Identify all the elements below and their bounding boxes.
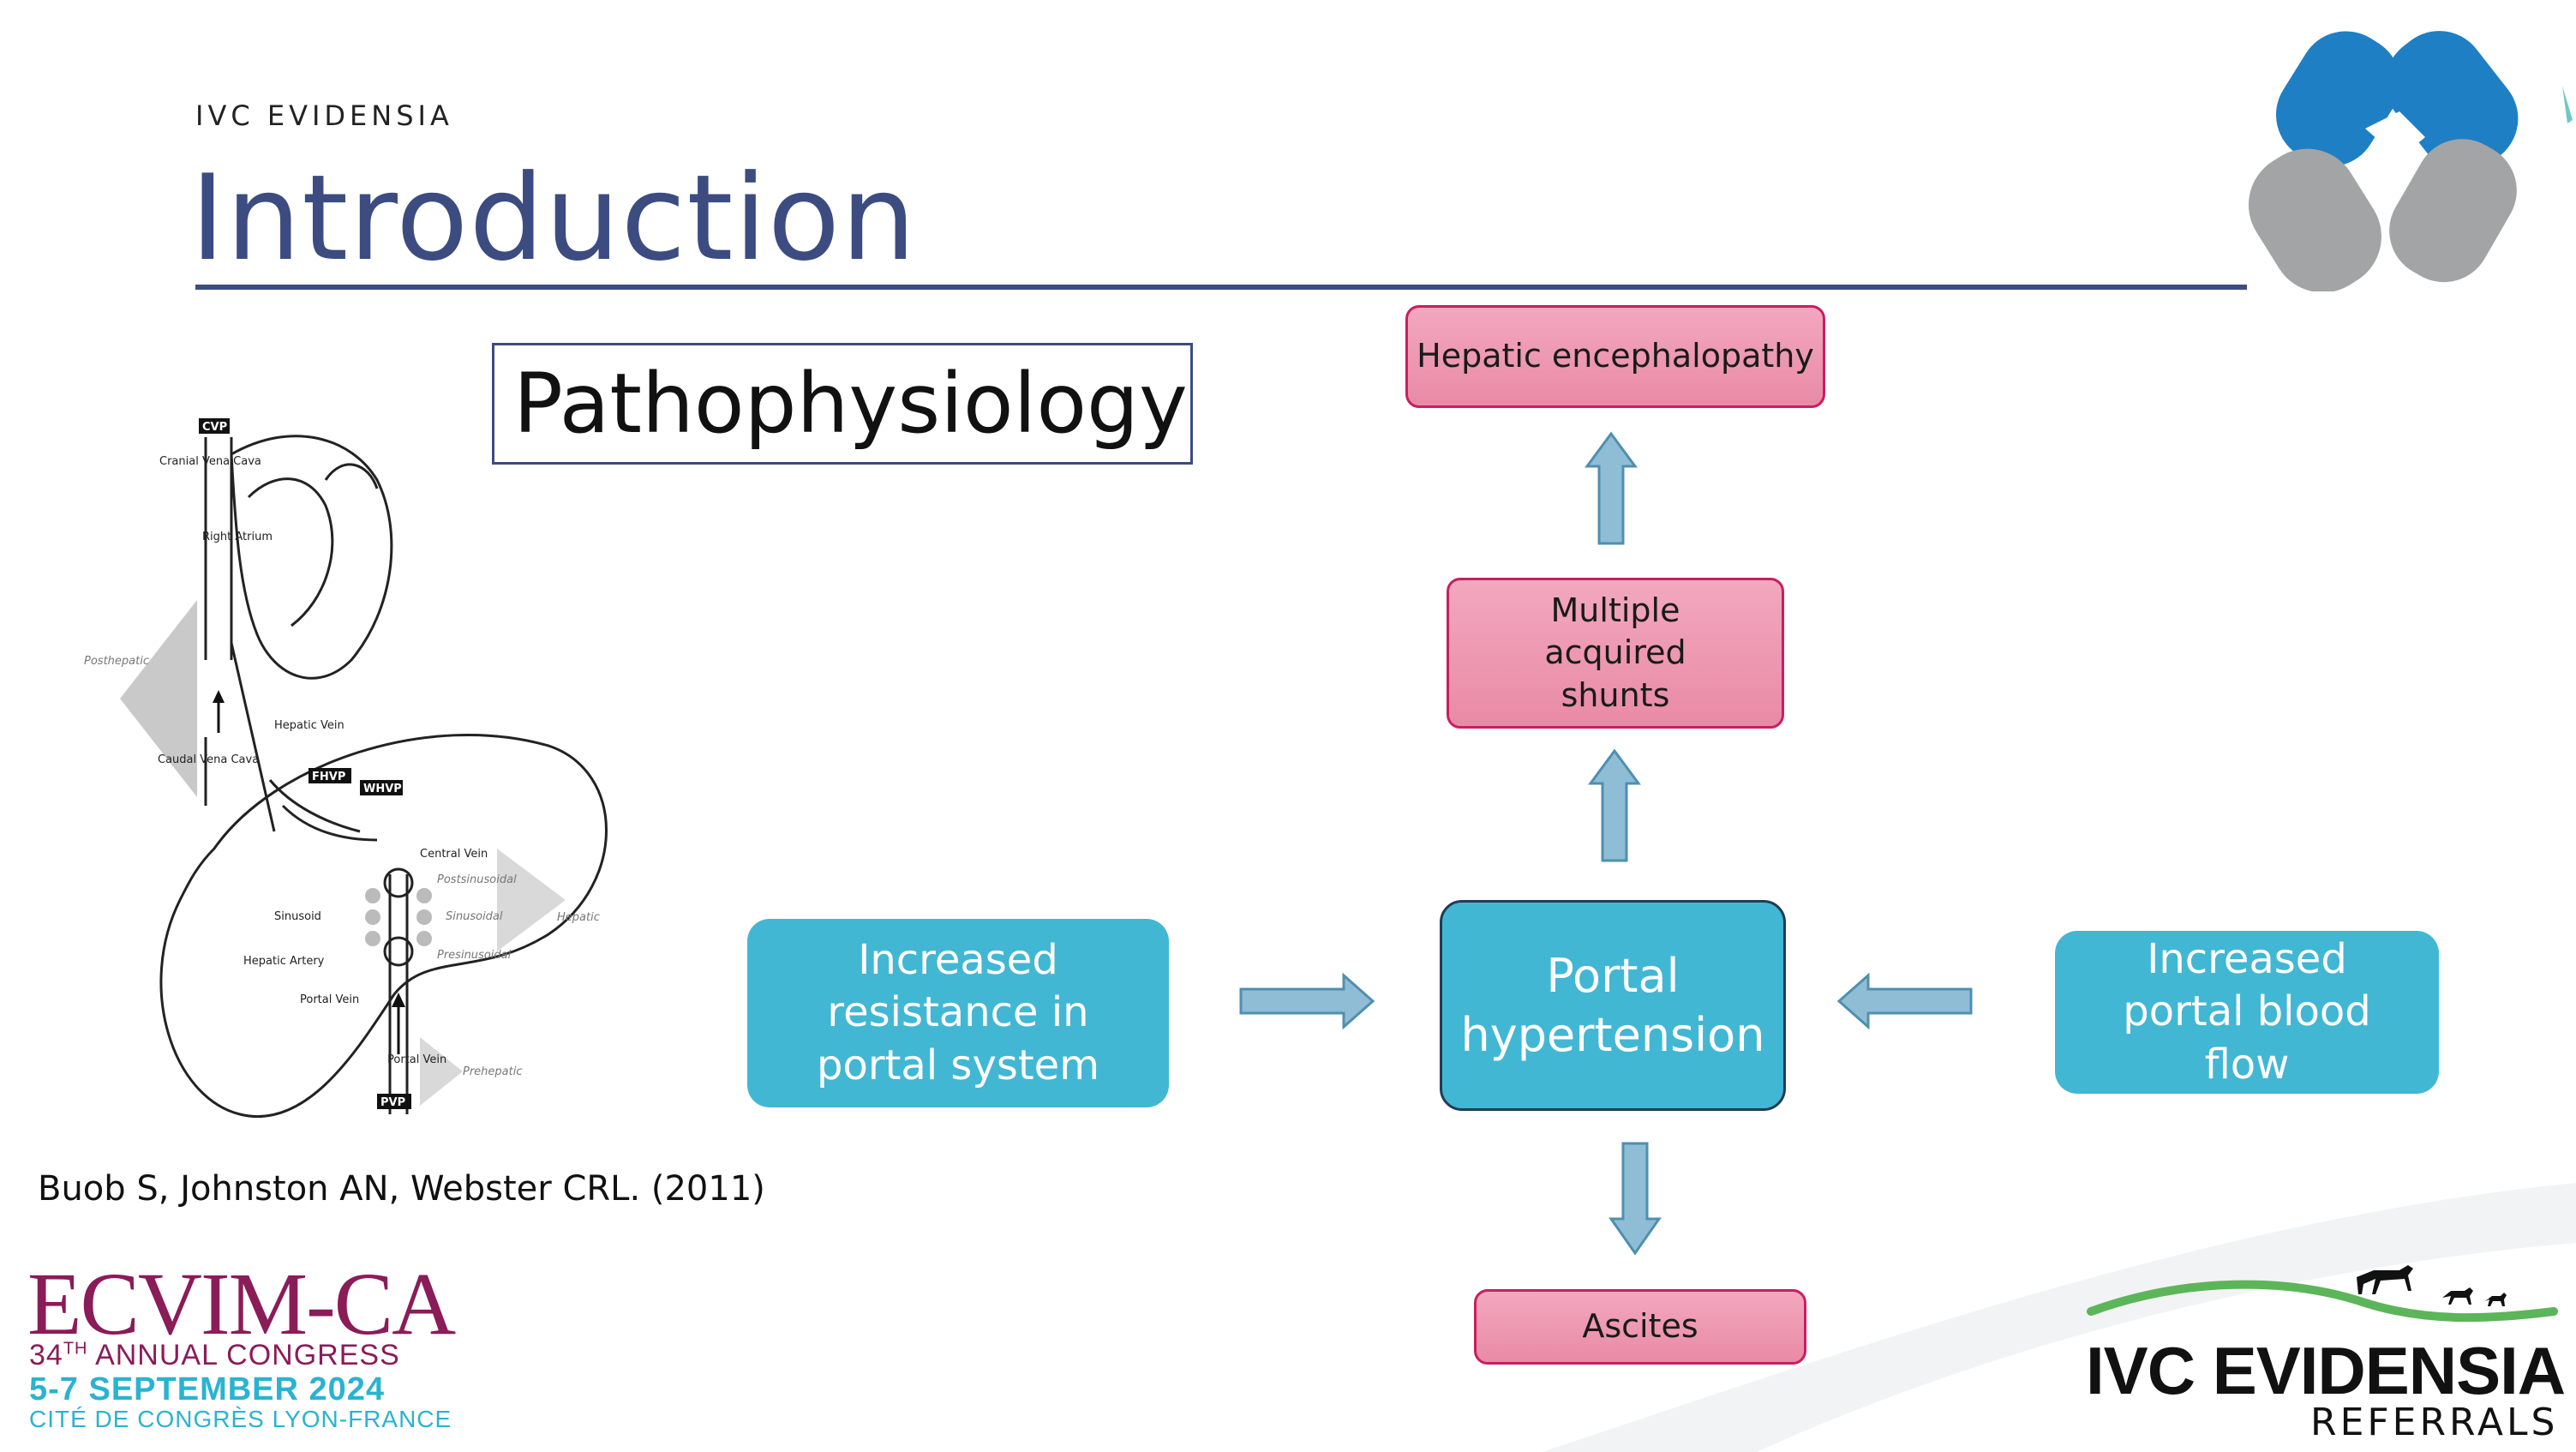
label-prehepatic: Prehepatic	[463, 1065, 523, 1078]
label-presinusoidal: Presinusoidal	[437, 949, 512, 962]
node-ascites-label: Ascites	[1582, 1307, 1698, 1346]
node-portal-hypertension: Portal hypertension	[1440, 900, 1786, 1111]
node-multiple-acquired-shunts-label: Multiple acquired shunts	[1544, 591, 1686, 714]
node-portal-hypertension-label: Portal hypertension	[1460, 948, 1765, 1062]
arrow-left-from-blood-flow-icon	[1836, 972, 1973, 1030]
label-fhvp: FHVP	[312, 771, 345, 783]
label-posthepatic: Posthepatic	[84, 655, 149, 668]
page-title: Introduction	[190, 149, 917, 287]
ivc-logo-mark-icon	[2248, 31, 2573, 291]
node-multiple-acquired-shunts: Multiple acquired shunts	[1447, 578, 1784, 729]
ecvim-logo-title: ECVIM-CA	[27, 1255, 456, 1353]
label-right-atrium: Right Atrium	[202, 531, 273, 543]
label-sinusoid: Sinusoid	[274, 910, 321, 923]
ecvim-dates: 5-7 SEPTEMBER 2024	[29, 1371, 386, 1407]
label-hepatic-vein: Hepatic Vein	[274, 719, 344, 732]
label-hepatic-artery: Hepatic Artery	[243, 955, 325, 968]
label-sinusoidal: Sinusoidal	[446, 910, 503, 923]
arrow-right-from-resistance-icon	[1239, 972, 1375, 1030]
node-increased-resistance-label: Increased resistance in portal system	[817, 935, 1099, 1089]
label-caudal-vena-cava: Caudal Vena Cava	[158, 753, 259, 766]
ivc-referrals-sub: REFERRALS	[2310, 1401, 2559, 1444]
header-brand: IVC EVIDENSIA	[195, 99, 453, 132]
ecvim-congress: 34TH ANNUAL CONGRESS	[29, 1339, 400, 1372]
ecvim-venue: CITÉ DE CONGRÈS LYON-FRANCE	[29, 1406, 452, 1432]
label-portal-vein-lower: Portal Vein	[387, 1053, 446, 1066]
node-increased-resistance: Increased resistance in portal system	[747, 919, 1169, 1107]
arrow-down-to-ascites-icon	[1609, 1142, 1662, 1256]
section-label: Pathophysiology	[513, 356, 1188, 452]
node-ascites: Ascites	[1474, 1289, 1806, 1365]
label-whvp: WHVP	[363, 783, 402, 795]
ecvim-congress-suffix: TH	[63, 1339, 88, 1359]
title-underline	[195, 285, 2247, 290]
node-increased-blood-flow: Increased portal blood flow	[2055, 931, 2439, 1094]
arrow-up-to-shunts-icon	[1588, 748, 1641, 862]
portal-anatomy-figure: CVP Cranial Vena Cava Right Atrium Posth…	[84, 418, 608, 1118]
label-cvp: CVP	[202, 421, 227, 434]
citation: Buob S, Johnston AN, Webster CRL. (2011)	[38, 1169, 765, 1209]
label-postsinusoidal: Postsinusoidal	[437, 873, 517, 886]
ecvim-congress-number: 34	[29, 1339, 63, 1371]
ivc-referrals-swoosh-icon	[2087, 1265, 2558, 1323]
section-label-box: Pathophysiology	[492, 343, 1193, 465]
label-portal-vein: Portal Vein	[300, 993, 359, 1006]
label-cranial-vena-cava: Cranial Vena Cava	[159, 455, 261, 468]
ecvim-congress-text: ANNUAL CONGRESS	[87, 1339, 400, 1371]
label-hepatic: Hepatic	[557, 911, 600, 924]
label-central-vein: Central Vein	[420, 848, 488, 861]
node-hepatic-encephalopathy: Hepatic encephalopathy	[1405, 305, 1825, 408]
ivc-referrals-brand: IVC EVIDENSIA	[2086, 1333, 2566, 1408]
arrow-up-to-encephalopathy-icon	[1585, 431, 1638, 545]
label-pvp: PVP	[380, 1096, 405, 1109]
node-increased-blood-flow-label: Increased portal blood flow	[2123, 934, 2371, 1089]
node-hepatic-encephalopathy-label: Hepatic encephalopathy	[1417, 337, 1814, 375]
